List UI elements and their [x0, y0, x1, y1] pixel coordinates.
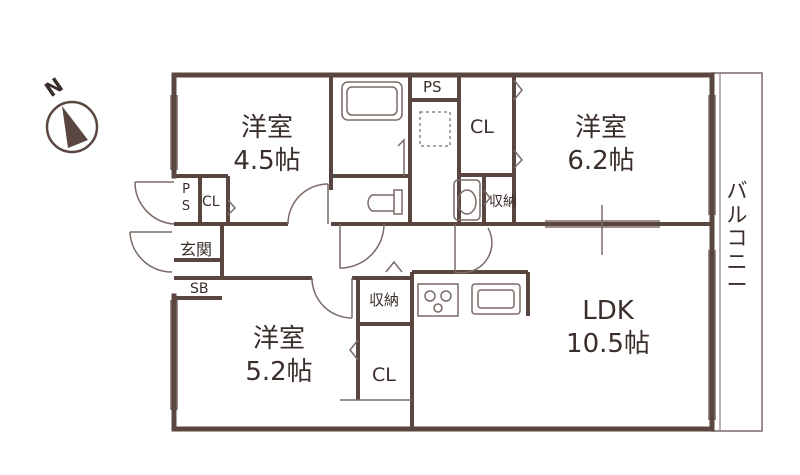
- storage-washroom-label: 収納: [489, 194, 517, 210]
- room-size: 5.2帖: [245, 356, 313, 387]
- entrance-label: 玄関: [180, 240, 213, 259]
- exterior-walls: [171, 72, 715, 432]
- toilet-icon: [367, 189, 403, 215]
- storage-kitchen-label: 収納: [369, 291, 400, 309]
- room-size: 6.2帖: [567, 145, 635, 176]
- sb-label: SB: [190, 281, 209, 297]
- doors: [129, 79, 603, 401]
- room-name: 洋室: [240, 113, 293, 143]
- windows: [170, 95, 716, 420]
- room-western-4-5: 洋室 4.5帖: [228, 112, 306, 177]
- room-size: 10.5帖: [566, 328, 650, 359]
- cl-bottom-label: CL: [372, 364, 396, 386]
- room-size: 4.5帖: [233, 145, 301, 176]
- room-western-5-2: 洋室 5.2帖: [240, 323, 318, 388]
- ps-top-label: PS: [423, 78, 442, 96]
- sink-icon: [471, 283, 521, 315]
- washer-space: [419, 111, 451, 147]
- room-western-6-2: 洋室 6.2帖: [562, 112, 640, 177]
- bathtub-icon: [341, 81, 403, 121]
- cl-top-label: CL: [470, 116, 494, 138]
- interior-walls: [174, 75, 712, 429]
- cl-small-label: CL: [202, 194, 220, 210]
- north-label: N: [40, 73, 67, 102]
- room-name: 洋室: [252, 324, 305, 354]
- room-name: 洋室: [574, 113, 627, 143]
- room-ldk: LDK 10.5帖: [558, 295, 658, 360]
- compass-icon: N: [40, 73, 99, 154]
- stove-icon: [417, 283, 459, 317]
- washbasin-icon: [453, 179, 481, 221]
- room-name: LDK: [582, 296, 634, 326]
- balcony-label: バルコニー: [726, 179, 748, 298]
- ps-small-label: PS: [181, 182, 191, 214]
